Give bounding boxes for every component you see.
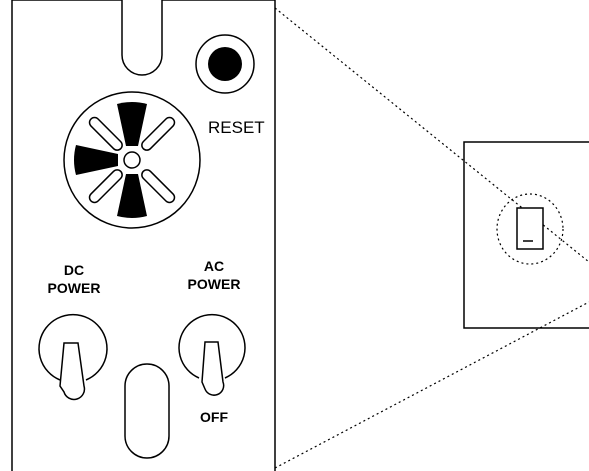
- dc-power-toggle[interactable]: [38, 313, 108, 401]
- rocker-switch-icon: [516, 207, 544, 250]
- connector-pin-slot: [141, 169, 176, 204]
- panel-outline: [11, 0, 276, 471]
- dc-power-label-line1: DC: [64, 262, 84, 278]
- off-label: OFF: [200, 409, 228, 425]
- oval-slot: [124, 363, 170, 459]
- dc-power-label-line2: POWER: [48, 280, 101, 296]
- connector-pin-slot: [141, 116, 176, 151]
- connector-pin-slot: [88, 116, 123, 151]
- reset-button[interactable]: [195, 34, 255, 94]
- reset-label: RESET: [208, 118, 265, 137]
- connector-pin-slot: [88, 169, 123, 204]
- ac-power-label-line2: POWER: [188, 276, 241, 292]
- ac-power-label-line1: AC: [204, 258, 224, 274]
- connector-icon: [63, 91, 201, 229]
- connector-pin-filled: [74, 145, 118, 175]
- connector-pin-filled: [117, 174, 147, 218]
- ac-toggle-lever-icon: [201, 341, 225, 396]
- detail-inset-outline: [463, 141, 589, 329]
- dc-toggle-lever-icon: [59, 342, 86, 401]
- projection-line-bottom: [274, 301, 589, 469]
- ac-power-toggle[interactable]: [178, 313, 246, 396]
- detail-rocker-switch: [516, 207, 544, 250]
- connector-pin-filled: [117, 102, 147, 146]
- detail-highlight-circle: [496, 193, 564, 265]
- reset-button-icon: [208, 47, 242, 81]
